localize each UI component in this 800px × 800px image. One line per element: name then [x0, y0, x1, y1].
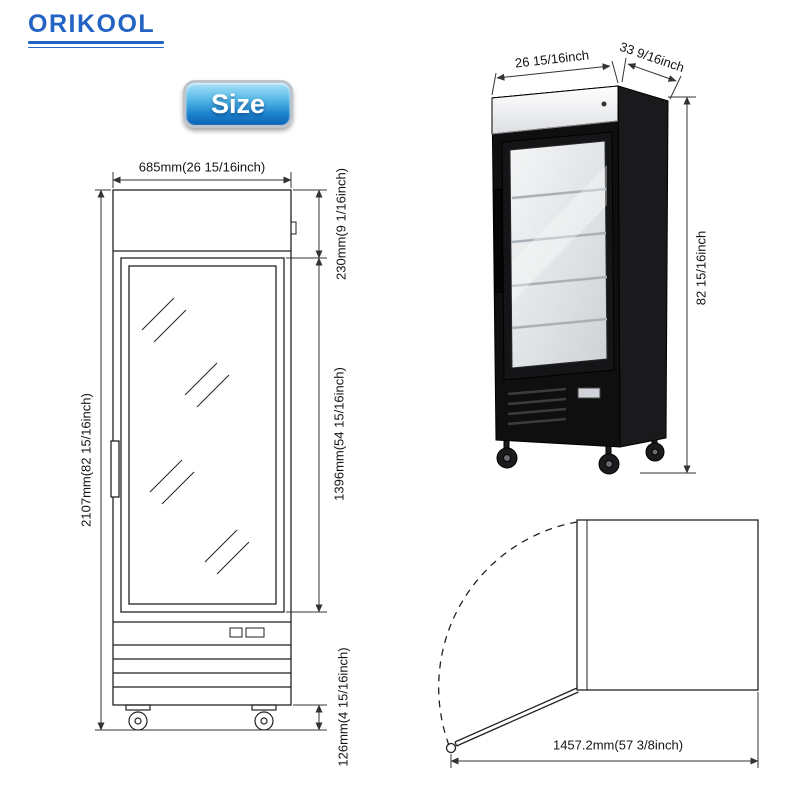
front-base-dimension-label: 126mm(4 15/16inch)	[335, 647, 351, 767]
front-door-dimension-label: 1396mm(54 15/16inch)	[331, 367, 347, 501]
size-badge-label: Size	[210, 88, 266, 119]
product-height-dimension-label: 82 15/16inch	[693, 230, 709, 306]
size-badge: Size	[183, 80, 293, 128]
brand-logo-text: ORIKOOL	[28, 10, 156, 38]
front-height-dimension-label: 2107mm(82 15/16inch)	[78, 393, 94, 527]
front-width-dimension-label: 685mm(26 15/16inch)	[138, 159, 266, 175]
front-view-dimensions	[95, 172, 327, 731]
top-view-dimensions	[450, 692, 759, 768]
product-photo-drawing	[491, 85, 669, 475]
top-view-drawing	[438, 519, 759, 754]
front-header-dimension-label: 230mm(9 1/16inch)	[333, 168, 349, 280]
product-dimensions	[491, 57, 696, 474]
brand-logo: ORIKOOL	[28, 12, 164, 48]
front-view-drawing	[110, 189, 297, 731]
logo-underline	[28, 41, 164, 44]
logo-underline-thin	[28, 47, 164, 48]
top-view-clearance-dimension-label: 1457.2mm(57 3/8inch)	[552, 737, 684, 753]
